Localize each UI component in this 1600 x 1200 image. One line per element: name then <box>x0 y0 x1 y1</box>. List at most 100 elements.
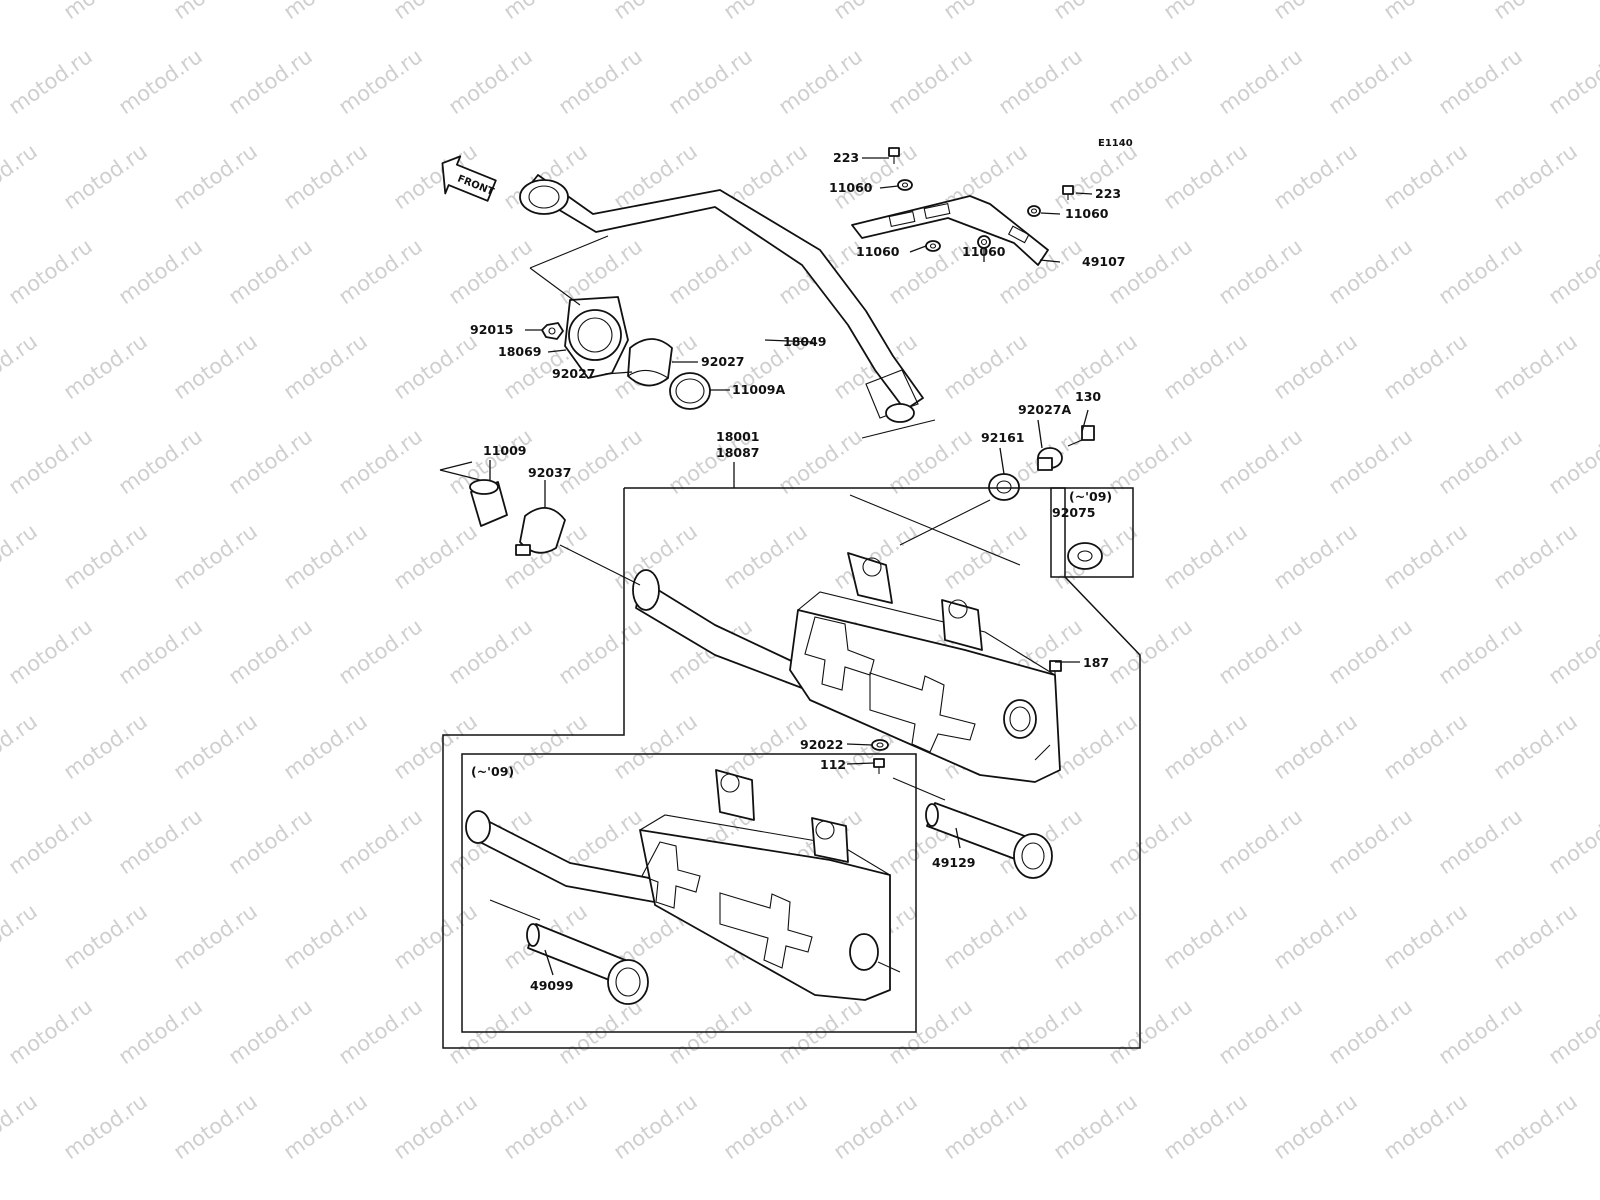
washer-11060-a <box>897 179 913 191</box>
watermark-text: motod.ru <box>59 709 152 784</box>
watermark-text: motod.ru <box>0 899 42 974</box>
watermark-text: motod.ru <box>279 709 372 784</box>
watermark-text: motod.ru <box>389 0 482 24</box>
watermark-text: motod.ru <box>939 899 1032 974</box>
watermark-text: motod.ru <box>169 519 262 594</box>
watermark-text: motod.ru <box>1379 329 1472 404</box>
watermark-text: motod.ru <box>609 709 702 784</box>
watermark-text: motod.ru <box>4 804 97 879</box>
collar-92027a <box>1037 447 1063 471</box>
watermark-text: motod.ru <box>279 329 372 404</box>
watermark-text: motod.ru <box>1434 804 1527 879</box>
watermark-text: motod.ru <box>224 44 317 119</box>
watermark-text: motod.ru <box>224 804 317 879</box>
watermark-text: motod.ru <box>114 614 207 689</box>
watermark-text: motod.ru <box>1104 44 1197 119</box>
watermark-text: motod.ru <box>114 994 207 1069</box>
bolt-130 <box>1067 425 1095 447</box>
watermark-text: motod.ru <box>1269 139 1362 214</box>
watermark-text: motod.ru <box>59 519 152 594</box>
watermark-text: motod.ru <box>1379 709 1472 784</box>
watermark-text: motod.ru <box>0 139 42 214</box>
watermark-text: motod.ru <box>59 1089 152 1164</box>
watermark-text: motod.ru <box>1159 139 1252 214</box>
watermark-text: motod.ru <box>279 899 372 974</box>
watermark-text: motod.ru <box>1214 44 1307 119</box>
watermark-text: motod.ru <box>1324 804 1417 879</box>
watermark-text: motod.ru <box>554 614 647 689</box>
watermark-text: motod.ru <box>1269 329 1362 404</box>
watermark-text: motod.ru <box>1489 0 1582 24</box>
callout-92027-a: 92027 <box>701 354 745 369</box>
watermark-text: motod.ru <box>939 519 1032 594</box>
callout-18001: 18001 <box>716 429 760 444</box>
callout-130: 130 <box>1075 389 1101 404</box>
watermark-text: motod.ru <box>1214 994 1307 1069</box>
watermark-text: motod.ru <box>389 709 482 784</box>
front-arrow-icon: FRONT <box>441 155 497 202</box>
watermark-text: motod.ru <box>1159 1089 1252 1164</box>
watermark-text: motod.ru <box>994 44 1087 119</box>
watermark-text: motod.ru <box>4 424 97 499</box>
watermark-text: motod.ru <box>59 899 152 974</box>
nut-92015 <box>541 322 564 340</box>
watermark-text: motod.ru <box>0 0 42 24</box>
watermark-text: motod.ru <box>114 44 207 119</box>
watermark-text: motod.ru <box>169 139 262 214</box>
callout-49099: 49099 <box>530 978 574 993</box>
callout-18087: 18087 <box>716 445 760 460</box>
inset-muffler <box>465 769 891 1001</box>
watermark-text: motod.ru <box>224 614 317 689</box>
heat-guard-49107 <box>851 195 1049 266</box>
inset-frame <box>461 753 917 1033</box>
bolt-112 <box>873 758 885 774</box>
watermark-text: motod.ru <box>1379 0 1472 24</box>
watermark-text: motod.ru <box>114 234 207 309</box>
bolt-187 <box>1049 660 1062 682</box>
watermark-text: motod.ru <box>1544 234 1600 309</box>
watermark-text: motod.ru <box>1324 994 1417 1069</box>
callout-92161: 92161 <box>981 430 1025 445</box>
leader-lines <box>439 157 1093 976</box>
watermark-text: motod.ru <box>1159 899 1252 974</box>
watermark-text: motod.ru <box>334 234 427 309</box>
watermark-text: motod.ru <box>334 44 427 119</box>
watermark-text: motod.ru <box>0 519 42 594</box>
watermark-text: motod.ru <box>1049 139 1142 214</box>
callout-92015: 92015 <box>470 322 514 337</box>
watermark-text: motod.ru <box>1434 424 1527 499</box>
exhaust-pipe-18049 <box>519 174 924 423</box>
watermark-text: motod.ru <box>829 0 922 24</box>
watermark-text: motod.ru <box>169 709 262 784</box>
grommet-92075 <box>1067 542 1103 570</box>
year-note-right: (~'09) <box>1069 489 1112 504</box>
watermark-text: motod.ru <box>4 994 97 1069</box>
watermark-text: motod.ru <box>169 1089 262 1164</box>
watermark-text: motod.ru <box>169 899 262 974</box>
watermark-text: motod.ru <box>609 1089 702 1164</box>
watermark-text: motod.ru <box>389 329 482 404</box>
bolt-223-top <box>888 147 900 164</box>
callout-11060-d: 11060 <box>962 244 1006 259</box>
callout-92027-b: 92027 <box>552 366 596 381</box>
watermark-text: motod.ru <box>1324 614 1417 689</box>
watermark-text: motod.ru <box>224 234 317 309</box>
watermark-text: motod.ru <box>224 424 317 499</box>
muffler-18001 <box>632 552 1061 783</box>
watermark-text: motod.ru <box>1159 519 1252 594</box>
watermark-text: motod.ru <box>389 519 482 594</box>
callout-18069: 18069 <box>498 344 542 359</box>
watermark-text: motod.ru <box>1379 899 1472 974</box>
watermark-text: motod.ru <box>609 0 702 24</box>
watermark-text: motod.ru <box>1434 234 1527 309</box>
watermark-text: motod.ru <box>939 1089 1032 1164</box>
watermark-text: motod.ru <box>4 234 97 309</box>
watermark-text: motod.ru <box>1544 994 1600 1069</box>
watermark-text: motod.ru <box>1434 44 1527 119</box>
watermark-text: motod.ru <box>554 44 647 119</box>
watermark-text: motod.ru <box>1104 614 1197 689</box>
watermark-text: motod.ru <box>664 44 757 119</box>
callout-92027a: 92027A <box>1018 402 1071 417</box>
